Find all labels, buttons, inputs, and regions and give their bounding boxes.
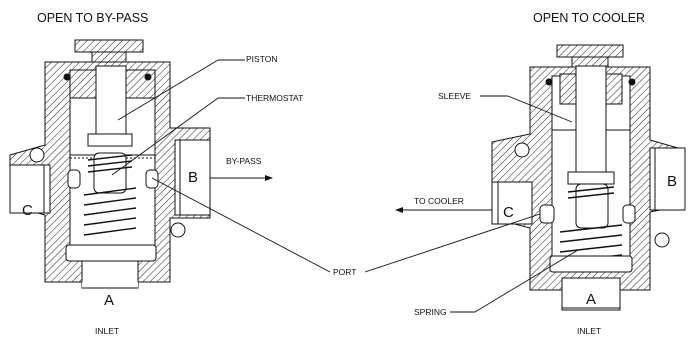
left-cap bbox=[74, 39, 144, 53]
port-label: PORT bbox=[333, 267, 357, 277]
right-inlet-label: INLET bbox=[577, 326, 602, 336]
left-lower-plug bbox=[65, 244, 157, 262]
right-port-b-face bbox=[649, 147, 686, 211]
right-cap bbox=[556, 44, 624, 58]
right-port-a-face bbox=[561, 277, 621, 311]
spring-label: SPRING bbox=[414, 307, 447, 317]
left-port-a-label: A bbox=[104, 292, 115, 309]
right-port-a-label: A bbox=[586, 291, 597, 308]
flow-arrows bbox=[210, 175, 492, 213]
left-view-title: OPEN TO BY-PASS bbox=[37, 11, 149, 25]
right-view-title: OPEN TO COOLER bbox=[533, 11, 646, 25]
thermostat-label: THERMOSTAT bbox=[246, 93, 304, 103]
piston-label: PISTON bbox=[246, 54, 278, 64]
right-piston-rod bbox=[575, 65, 607, 173]
left-port-c-face bbox=[9, 164, 51, 214]
right-port-b-label: B bbox=[667, 173, 678, 190]
right-spring bbox=[559, 186, 623, 263]
right-port-c-label: C bbox=[503, 204, 514, 221]
to-cooler-label: TO COOLER bbox=[414, 196, 464, 206]
right-valve bbox=[491, 44, 686, 311]
left-inlet-label: INLET bbox=[95, 326, 120, 336]
left-spring bbox=[83, 154, 137, 236]
right-lower-plug bbox=[549, 255, 633, 273]
leader-lines bbox=[111, 59, 579, 313]
left-port-c-label: C bbox=[22, 202, 33, 219]
left-piston-rod bbox=[95, 65, 127, 135]
left-valve bbox=[9, 39, 211, 290]
left-port-b-label: B bbox=[188, 169, 199, 186]
right-port-c-face bbox=[491, 181, 533, 225]
bypass-label: BY-PASS bbox=[226, 156, 262, 166]
sleeve-label: SLEEVE bbox=[438, 91, 472, 101]
left-port-b-face bbox=[174, 139, 211, 216]
